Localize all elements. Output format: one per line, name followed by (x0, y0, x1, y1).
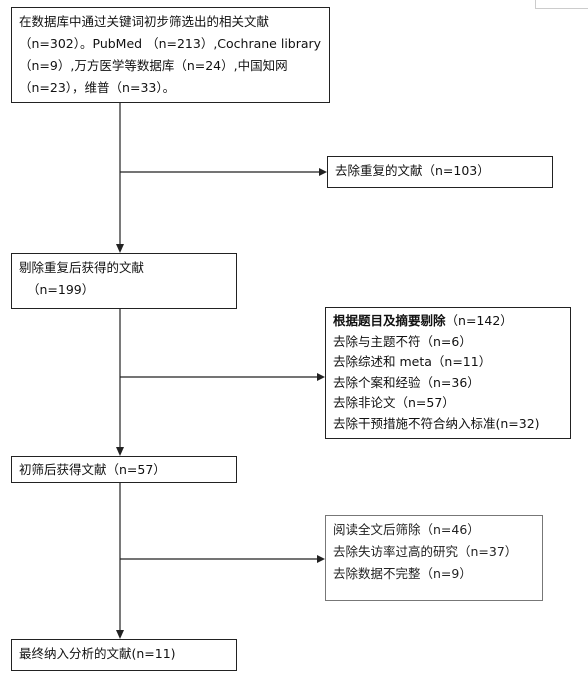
box6-line: 去除数据不完整（n=9） (333, 566, 472, 581)
box7-line: 最终纳入分析的文献(n=11) (19, 646, 176, 661)
box1-line: （n=23），维普（n=33）。 (19, 80, 176, 95)
box-title-abstract-exclusion: 根据题目及摘要剔除（n=142） 去除与主题不符（n=6） 去除综述和 meta… (325, 307, 571, 439)
box1-line: （n=9）,万方医学等数据库（n=24）,中国知网 (19, 58, 288, 73)
arrowhead-to-box5 (116, 447, 124, 456)
arrowhead-to-box7 (116, 630, 124, 639)
box-fulltext-exclusion: 阅读全文后筛除（n=46） 去除失访率过高的研究（n=37） 去除数据不完整（n… (325, 515, 543, 601)
box4-heading-count: （n=142） (445, 313, 513, 328)
box5-line: 初筛后获得文献（n=57） (19, 462, 166, 477)
box4-heading-text: 根据题目及摘要剔除 (333, 313, 446, 328)
arrowhead-to-box6 (317, 555, 325, 563)
arrowhead-to-box4 (317, 373, 325, 381)
box-initial-search: 在数据库中通过关键词初步筛选出的相关文献 （n=302）。PubMed （n=2… (11, 7, 330, 103)
box-final-included: 最终纳入分析的文献(n=11) (11, 639, 237, 671)
page-corner-mark (535, 0, 588, 9)
box4-line: 去除综述和 meta（n=11） (333, 354, 492, 369)
box2-line: 去除重复的文献（n=103） (335, 163, 490, 178)
arrowhead-to-box3 (116, 244, 124, 253)
box3-line: （n=199） (27, 282, 95, 297)
box6-line: 去除失访率过高的研究（n=37） (333, 544, 518, 559)
box-remove-duplicates: 去除重复的文献（n=103） (327, 156, 553, 188)
box6-line: 阅读全文后筛除（n=46） (333, 522, 480, 537)
box4-line: 去除个案和经验（n=36） (333, 374, 480, 390)
arrowhead-to-box2 (319, 168, 327, 176)
box1-line: （n=302）。PubMed （n=213）,Cochrane library (19, 36, 322, 51)
box-after-dedup: 剔除重复后获得的文献 （n=199） (11, 253, 237, 309)
box1-line: 在数据库中通过关键词初步筛选出的相关文献 (19, 14, 270, 29)
box-preliminary-screen: 初筛后获得文献（n=57） (11, 456, 237, 483)
box4-line: 去除与主题不符（n=6） (333, 333, 472, 349)
box4-line: 去除非论文（n=57） (333, 395, 455, 410)
box4-line: 去除干预措施不符合纳入标准(n=32) (333, 415, 540, 431)
box4-heading: 根据题目及摘要剔除（n=142） (333, 311, 563, 332)
box3-line: 剔除重复后获得的文献 (19, 260, 145, 275)
